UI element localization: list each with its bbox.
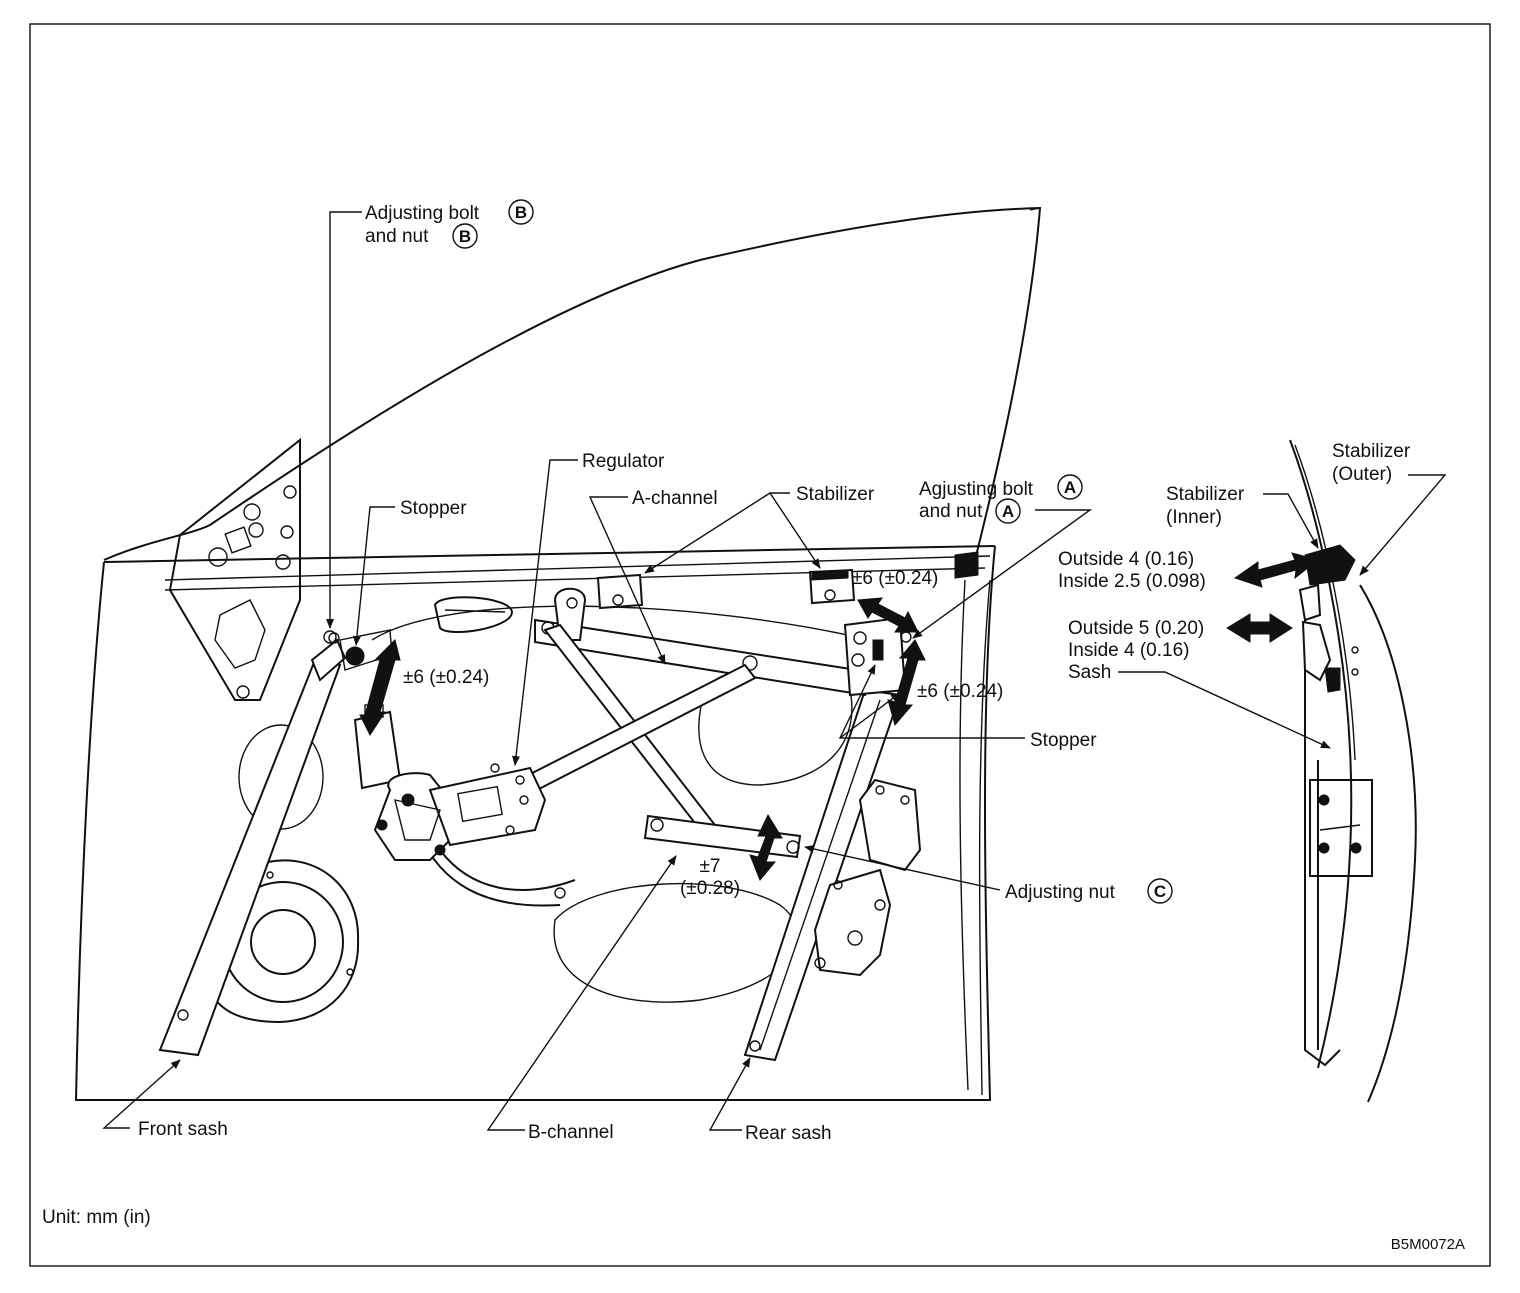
outer-stabilizer-part bbox=[1304, 544, 1356, 586]
label-tol-b-channel-in: (±0.28) bbox=[680, 878, 740, 899]
label-and-nut-a: and nut bbox=[919, 501, 983, 522]
outer-panel-profile bbox=[1359, 584, 1417, 1103]
label-outside-2: Outside 5 (0.20) bbox=[1068, 618, 1204, 639]
label-and-nut-b: and nut bbox=[365, 226, 429, 247]
label-regulator: Regulator bbox=[582, 451, 665, 472]
left-stopper bbox=[345, 646, 365, 666]
door-shell bbox=[74, 545, 996, 1101]
handle-cutout bbox=[433, 596, 514, 633]
circle-a-1-letter: A bbox=[1064, 478, 1076, 497]
a-channel-bar bbox=[534, 618, 872, 697]
right-stopper-arrow bbox=[887, 639, 926, 727]
door-lock bbox=[813, 778, 922, 977]
b-channel-bar bbox=[643, 814, 802, 859]
label-sash: Sash bbox=[1068, 662, 1111, 683]
label-tol-stabilizer: ±6 (±0.24) bbox=[852, 568, 938, 589]
glass-profile bbox=[1289, 439, 1353, 1069]
label-adjusting-nut: Adjusting nut bbox=[1005, 882, 1116, 903]
label-stab-inner-paren: (Inner) bbox=[1166, 507, 1222, 528]
label-stabilizer: Stabilizer bbox=[796, 484, 875, 505]
circle-a-1: A bbox=[1057, 474, 1083, 500]
front-sash-rail bbox=[158, 658, 342, 1057]
regulator-motor bbox=[353, 704, 547, 861]
adjustment-arrows bbox=[359, 552, 1320, 881]
sash-side-view bbox=[1289, 439, 1417, 1103]
circle-c: C bbox=[1147, 878, 1173, 904]
label-stab-inner: Stabilizer bbox=[1166, 484, 1245, 505]
circle-a-2-letter: A bbox=[1002, 502, 1014, 521]
circle-a-2: A bbox=[995, 498, 1021, 524]
label-a-channel: A-channel bbox=[632, 488, 718, 509]
circle-b-2: B bbox=[452, 223, 478, 249]
label-stab-outer-paren: (Outer) bbox=[1332, 464, 1392, 485]
circle-c-letter: C bbox=[1154, 882, 1166, 901]
window-glass bbox=[103, 206, 1042, 561]
label-b-channel: B-channel bbox=[528, 1122, 614, 1143]
label-tol-left: ±6 (±0.24) bbox=[403, 667, 489, 688]
label-stopper-left: Stopper bbox=[400, 498, 467, 519]
door-panel bbox=[74, 206, 1042, 1101]
belt-line bbox=[103, 545, 996, 563]
circle-b-1-letter: B bbox=[515, 203, 527, 222]
label-outside-1: Outside 4 (0.16) bbox=[1058, 549, 1194, 570]
label-stab-outer: Stabilizer bbox=[1332, 441, 1411, 462]
label-adj-bolt-a: Agjusting bolt bbox=[919, 479, 1034, 500]
label-front-sash: Front sash bbox=[138, 1119, 228, 1140]
callouts: Adjusting bolt B and nut B Stopper Regul… bbox=[42, 199, 1465, 1253]
circle-b-2-letter: B bbox=[459, 227, 471, 246]
stabilizer-bracket-left bbox=[596, 573, 644, 610]
leader-lines bbox=[102, 211, 1447, 1131]
figure-frame bbox=[29, 23, 1491, 1267]
label-adj-bolt-b: Adjusting bolt bbox=[365, 203, 480, 224]
b-channel-arrow bbox=[749, 813, 783, 881]
label-tol-right: ±6 (±0.24) bbox=[917, 681, 1003, 702]
label-unit: Unit: mm (in) bbox=[42, 1207, 151, 1228]
label-inside-1: Inside 2.5 (0.098) bbox=[1058, 571, 1206, 592]
sash-bracket bbox=[1309, 779, 1373, 877]
left-stopper-arrow bbox=[359, 639, 401, 737]
label-stopper-right: Stopper bbox=[1030, 730, 1097, 751]
rear-sash-rail bbox=[743, 688, 902, 1062]
label-tol-b-channel: ±7 bbox=[700, 856, 721, 877]
circle-b-1: B bbox=[508, 199, 534, 225]
label-rear-sash: Rear sash bbox=[745, 1123, 832, 1144]
mirror-bracket bbox=[168, 437, 301, 701]
inner-stabilizer-arrow bbox=[1226, 613, 1293, 643]
figure-code: B5M0072A bbox=[1391, 1236, 1465, 1253]
access-hole bbox=[553, 882, 798, 1003]
label-inside-2: Inside 4 (0.16) bbox=[1068, 640, 1189, 661]
